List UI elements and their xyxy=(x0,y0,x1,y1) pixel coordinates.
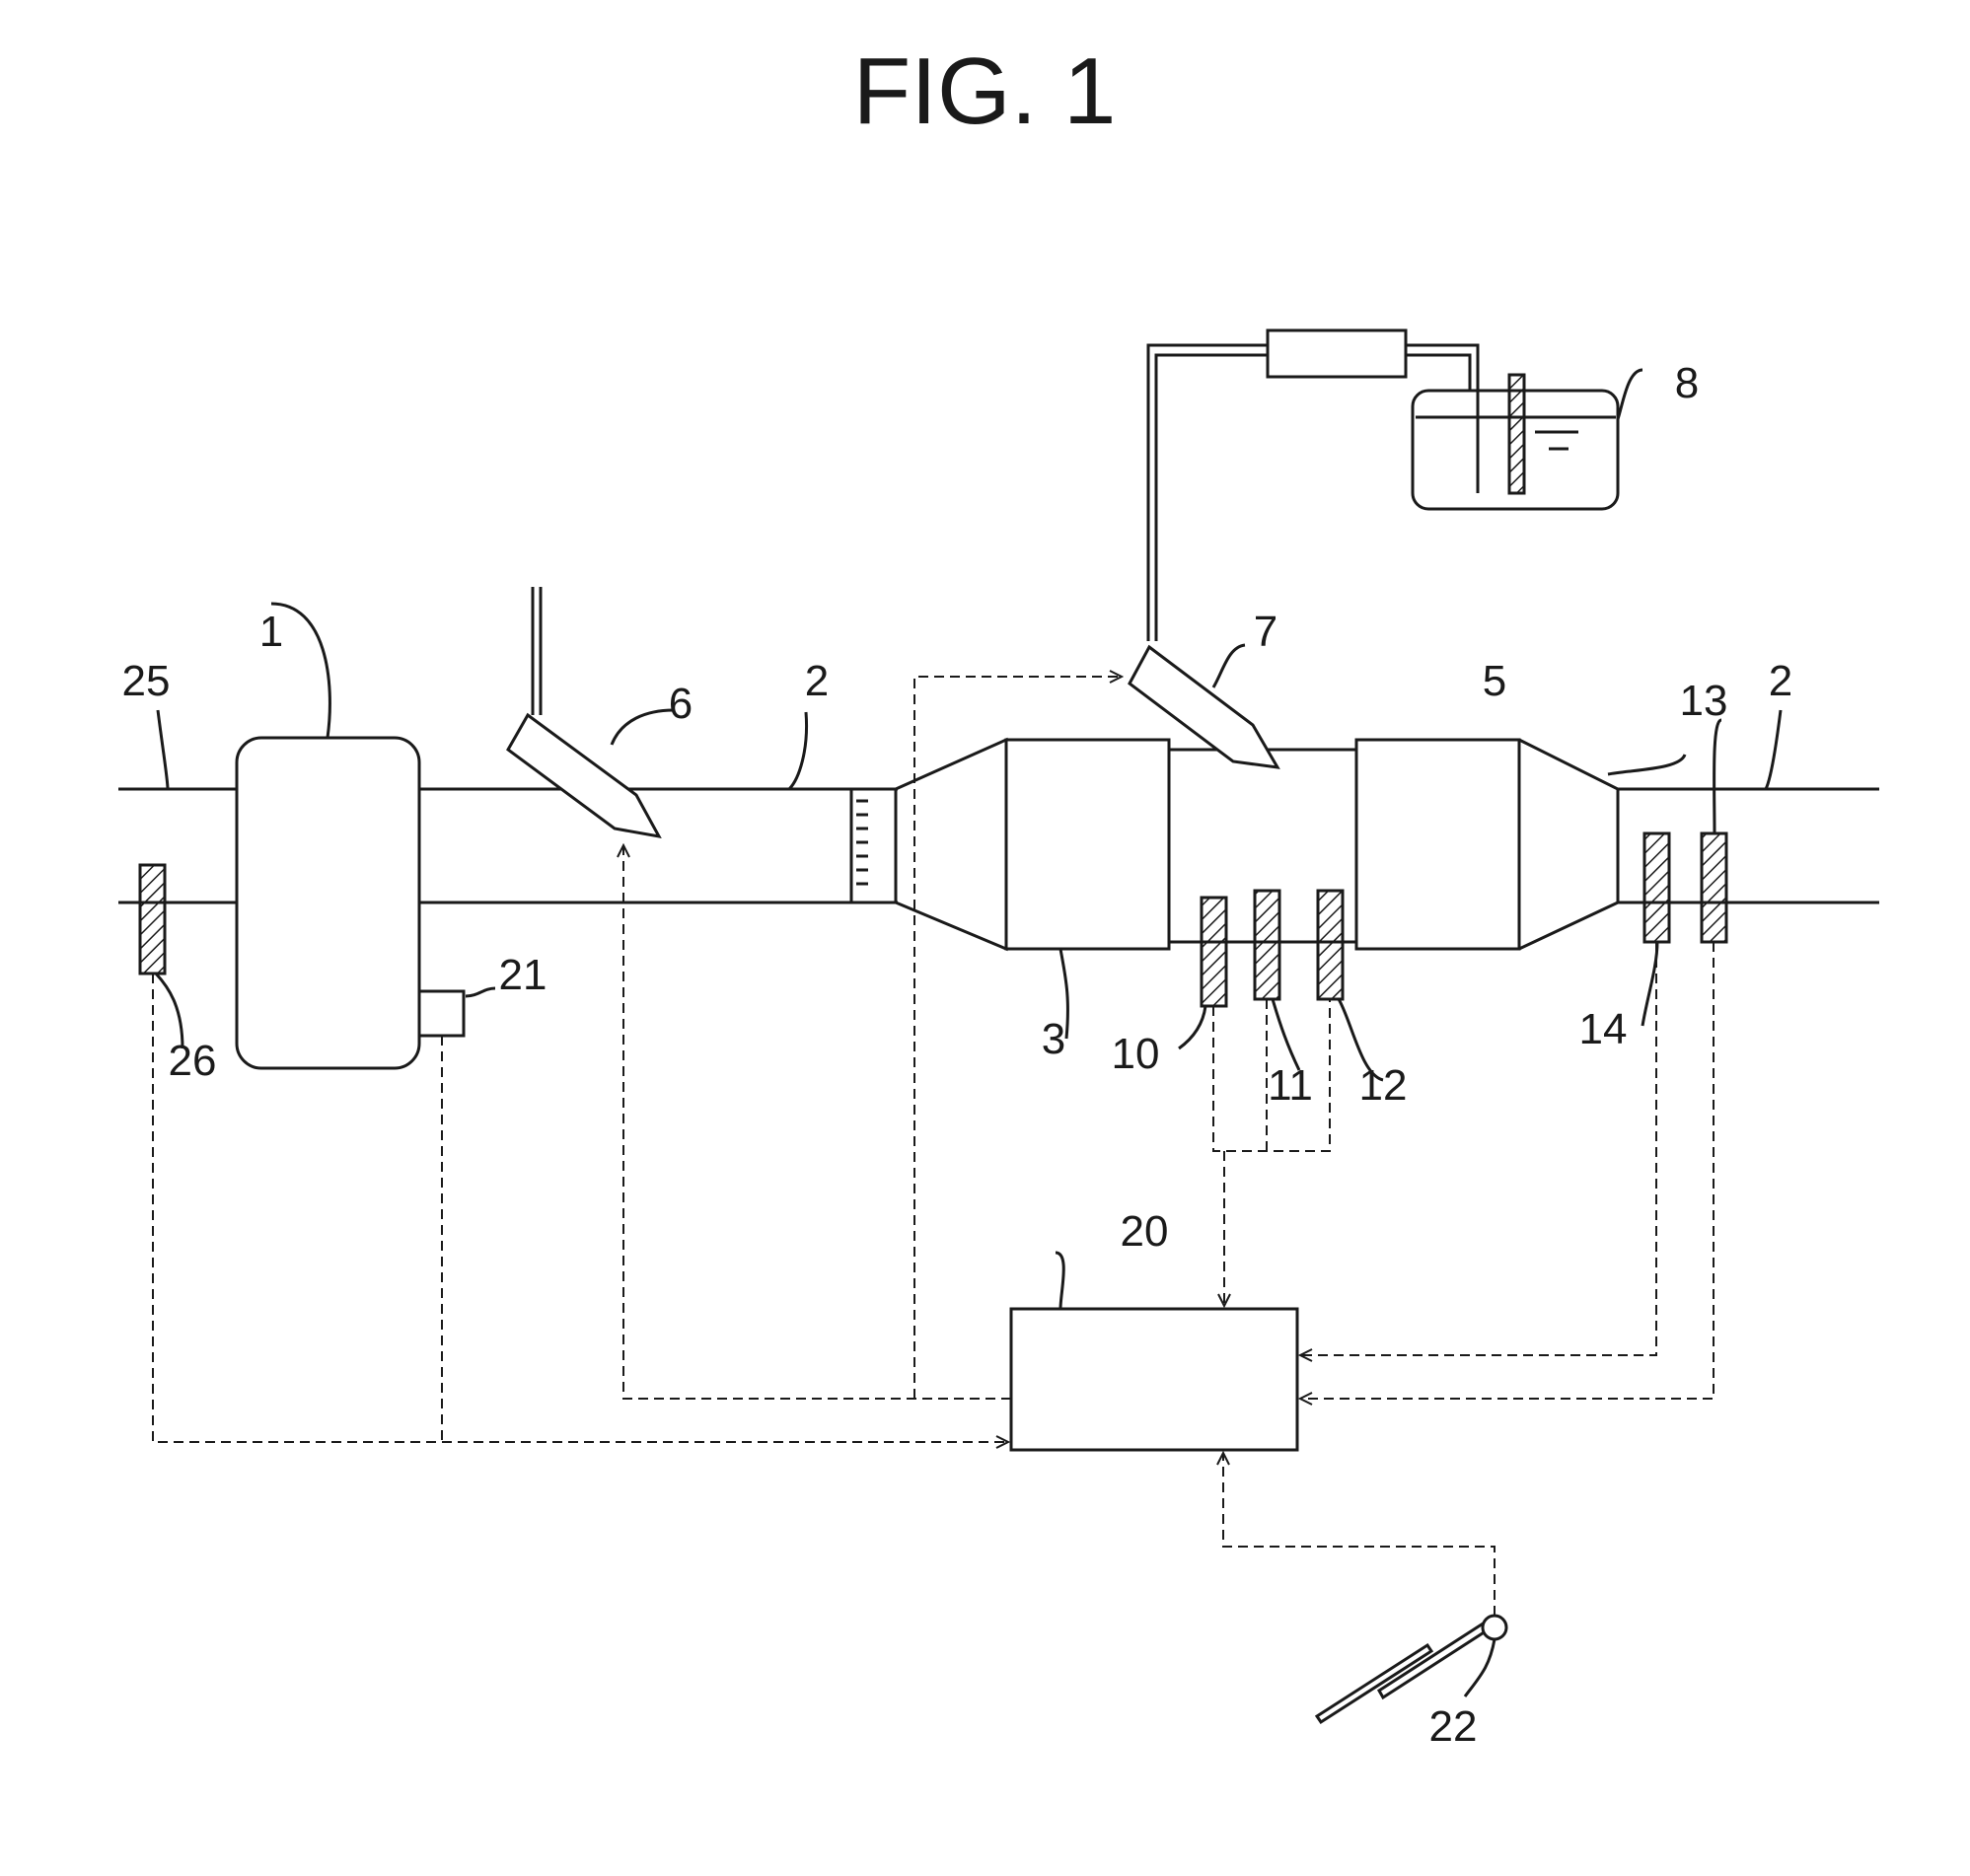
label-tank: 8 xyxy=(1675,359,1699,407)
sensor-14 xyxy=(1644,833,1669,942)
label-exhaust-pipe-right: 2 xyxy=(1769,657,1792,705)
intake-pipe xyxy=(118,789,237,902)
engine xyxy=(237,738,419,1068)
figure-title: FIG. 1 xyxy=(853,38,1117,144)
accelerator-pedal xyxy=(1317,1616,1506,1722)
catalyst-upstream xyxy=(896,740,1169,949)
label-intake-pipe: 25 xyxy=(122,657,171,705)
label-ecu: 20 xyxy=(1121,1207,1169,1256)
label-sensor-13: 13 xyxy=(1680,677,1728,725)
label-catalyst-downstream: 5 xyxy=(1483,657,1506,705)
sensor-10 xyxy=(1202,898,1226,1006)
label-sensor-10: 10 xyxy=(1112,1030,1160,1078)
label-accelerator-pedal: 22 xyxy=(1429,1702,1478,1751)
label-catalyst-upstream: 3 xyxy=(1042,1015,1065,1063)
mixer xyxy=(851,789,896,902)
sensor-11 xyxy=(1255,891,1279,999)
urea-tank xyxy=(1413,375,1618,509)
airflow-meter xyxy=(140,865,165,974)
label-engine: 1 xyxy=(259,608,283,656)
label-injector-6: 6 xyxy=(669,680,693,728)
label-airflow-meter: 26 xyxy=(169,1037,217,1085)
crank-angle-sensor xyxy=(419,991,464,1036)
label-sensor-14: 14 xyxy=(1579,1005,1628,1053)
label-crank-sensor: 21 xyxy=(499,951,547,999)
label-exhaust-pipe-left: 2 xyxy=(805,657,829,705)
sensor-12 xyxy=(1318,891,1343,999)
label-injector-7: 7 xyxy=(1254,608,1277,656)
fuel-injector-6 xyxy=(508,587,659,836)
exhaust-pipe-upstream xyxy=(419,789,898,902)
label-sensor-12: 12 xyxy=(1359,1061,1408,1110)
sensor-13 xyxy=(1702,833,1726,942)
catalyst-downstream xyxy=(1356,740,1618,949)
ecu xyxy=(1011,1309,1297,1450)
label-sensor-11: 11 xyxy=(1268,1061,1313,1110)
